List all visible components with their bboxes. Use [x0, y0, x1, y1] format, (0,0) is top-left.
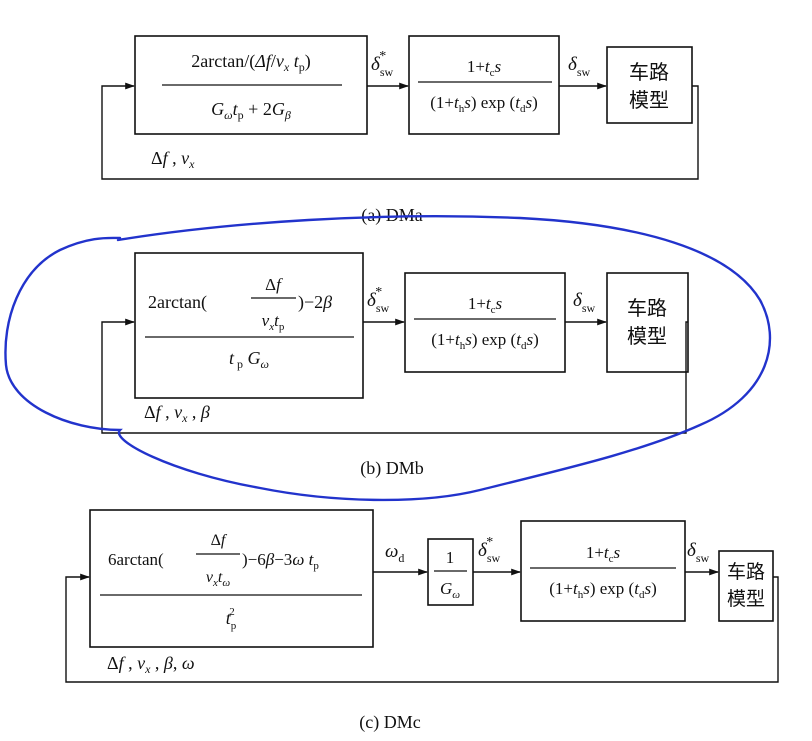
feedback-b-label: Δf , vx , β [144, 402, 210, 425]
controller-block-b [134, 252, 364, 399]
signal-c-omega-d: ωd [385, 541, 404, 565]
signal-b-delta-sw: δsw [573, 290, 596, 315]
signal-a-delta-sw-star: δsw* [371, 49, 394, 79]
gain-c-denominator: Gω [440, 579, 460, 601]
controller-block-c [89, 509, 374, 648]
controller-c-numerator-tail: )−6β−3ω tp [242, 550, 319, 572]
caption-b: (b) DMb [360, 458, 424, 479]
caption-c: (c) DMc [359, 712, 420, 733]
gain-c-numerator: 1 [446, 548, 455, 567]
controller-b-inner-denominator: vxtp [262, 311, 285, 333]
controller-c-numerator: 6arctan( [108, 550, 164, 569]
plant-b-line1: 车路 [627, 297, 667, 320]
signal-a-delta-sw: δsw [568, 54, 591, 79]
actuator-block-a [408, 35, 560, 135]
signal-b-delta-sw-star: δsw* [367, 285, 390, 315]
controller-c-denominator: tp2 [226, 606, 237, 632]
controller-a-numerator: 2arctan/(Δf/vx tp) [191, 51, 310, 74]
controller-c-inner-denominator: vxtω [206, 569, 230, 589]
signal-c-delta-sw: δsw [687, 540, 710, 565]
controller-b-inner-numerator: Δf [265, 275, 283, 294]
plant-c-line2: 模型 [727, 588, 765, 610]
feedback-c-label: Δf , vx , β, ω [107, 653, 195, 676]
actuator-b-numerator: 1+tcs [468, 294, 503, 316]
actuator-a-denominator: (1+ths) exp (tds) [430, 93, 538, 115]
diagram-a: 2arctan/(Δf/vx tp) Gωtp + 2Gβ δsw* 1+tcs… [101, 35, 699, 226]
controller-c-inner-numerator: Δf [211, 532, 228, 549]
controller-b-denominator: t p Gω [229, 348, 269, 371]
highlight-annotation-loop [4, 215, 772, 502]
plant-c-line1: 车路 [727, 561, 765, 583]
feedback-loop-c [65, 573, 779, 683]
controller-b-numerator-tail: )−2β [298, 292, 332, 313]
controller-b-numerator: 2arctan( [148, 292, 207, 313]
diagram-b: 2arctan( Δf vxtp )−2β t p Gω δsw* 1+tcs … [4, 215, 772, 502]
signal-c-delta-sw-star: δsw* [478, 535, 501, 565]
plant-block-b [606, 272, 689, 373]
plant-a-line1: 车路 [629, 61, 669, 84]
feedback-loop-b [101, 318, 688, 434]
diagram-c: 6arctan( Δf vxtω )−6β−3ω tp tp2 ωd 1 Gω … [65, 509, 779, 733]
actuator-b-denominator: (1+ths) exp (tds) [431, 330, 539, 352]
actuator-block-b [404, 272, 566, 373]
actuator-block-c [520, 520, 686, 622]
actuator-c-numerator: 1+tcs [586, 543, 621, 565]
feedback-loop-a [101, 82, 699, 180]
actuator-c-denominator: (1+ths) exp (tds) [549, 579, 657, 601]
plant-b-line2: 模型 [627, 325, 667, 348]
plant-block-c [718, 550, 774, 622]
feedback-a-label: Δf , vx [151, 148, 195, 171]
controller-a-denominator: Gωtp + 2Gβ [211, 99, 291, 122]
plant-a-line2: 模型 [629, 89, 669, 112]
plant-block-a [606, 46, 693, 124]
actuator-a-numerator: 1+tcs [467, 57, 502, 79]
